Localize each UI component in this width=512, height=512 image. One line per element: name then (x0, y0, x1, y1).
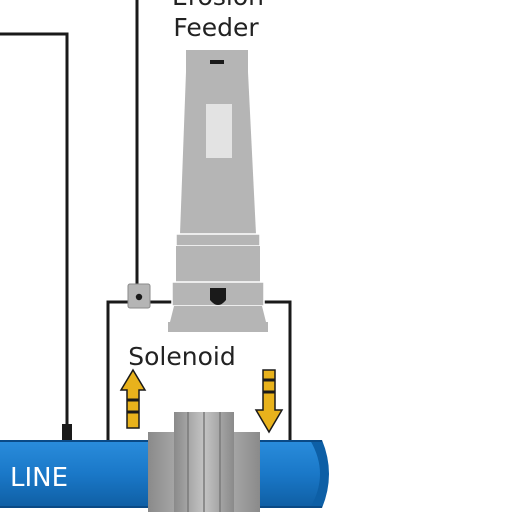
erosion-feeder (168, 50, 268, 332)
solenoid-valve-icon (127, 283, 151, 309)
control-wires (0, 0, 139, 428)
bypass-loop (106, 300, 292, 440)
line-label: LINE (10, 463, 68, 493)
feeder-top-slot (210, 60, 224, 64)
pipe-fitting (148, 412, 260, 512)
down-flow-arrow-icon (254, 369, 284, 434)
solenoid-label: Solenoid (128, 342, 235, 371)
feeder-base-taper (170, 306, 266, 322)
feeder-foot (168, 322, 268, 332)
feeder-sight-window (206, 104, 232, 158)
feeder-collar (175, 233, 261, 247)
sensor-tip (62, 424, 72, 440)
feeder-outlet-port (210, 288, 226, 305)
up-flow-arrow-icon (119, 368, 147, 429)
bypass-outlet-line (262, 300, 292, 440)
bypass-inlet-line (106, 300, 178, 440)
feeder-label-line2: Feeder (173, 13, 259, 42)
feeder-lower-body (176, 246, 260, 282)
feeder-label-line1: Erosion (172, 0, 264, 11)
wire-left (0, 32, 69, 428)
